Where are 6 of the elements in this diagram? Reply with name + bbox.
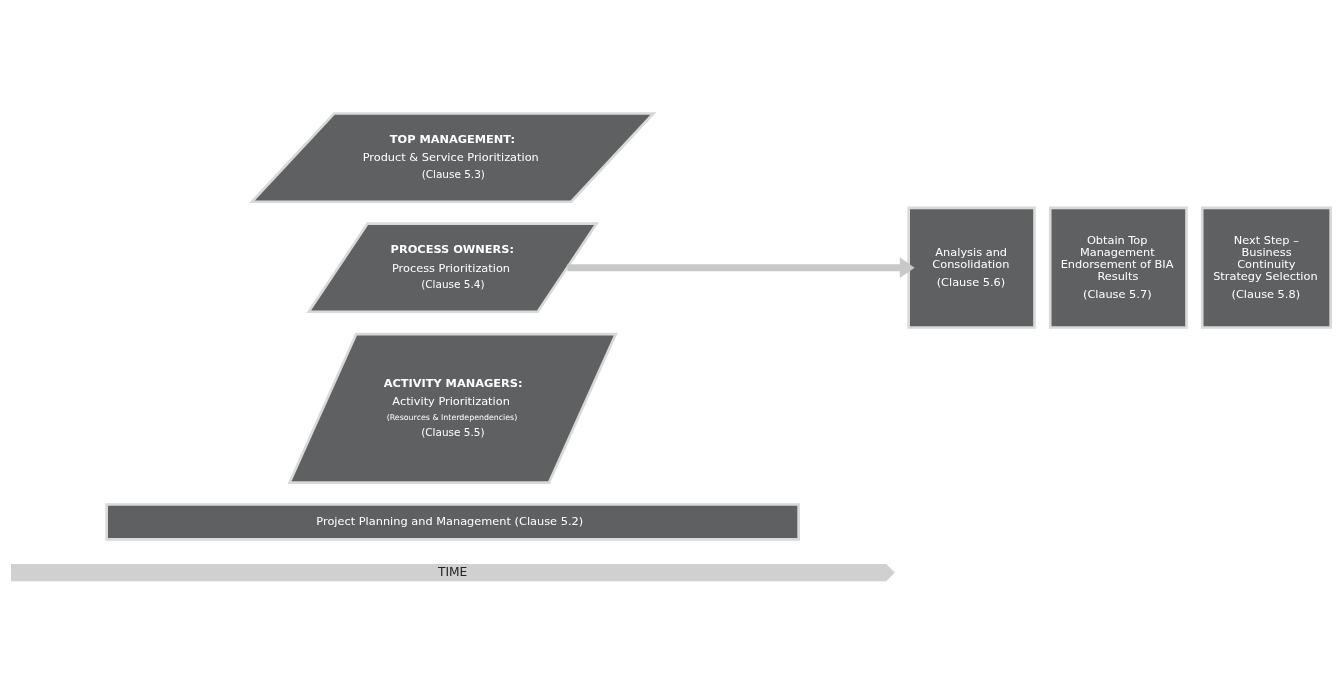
node-box: Next Step – Business Continuity Strategy Selection (Clause 5.8) [1200,206,1332,329]
label: TIME [437,564,468,579]
node-box: Analysis and Consolidation (Clause 5.6) [907,206,1036,329]
arrow [567,256,915,278]
node-box: Obtain Top Management Endorsement of BIA Results (Clause 5.7) [1048,206,1188,329]
node-box: Project Planning and Management (Clause 5.2) [105,502,800,541]
